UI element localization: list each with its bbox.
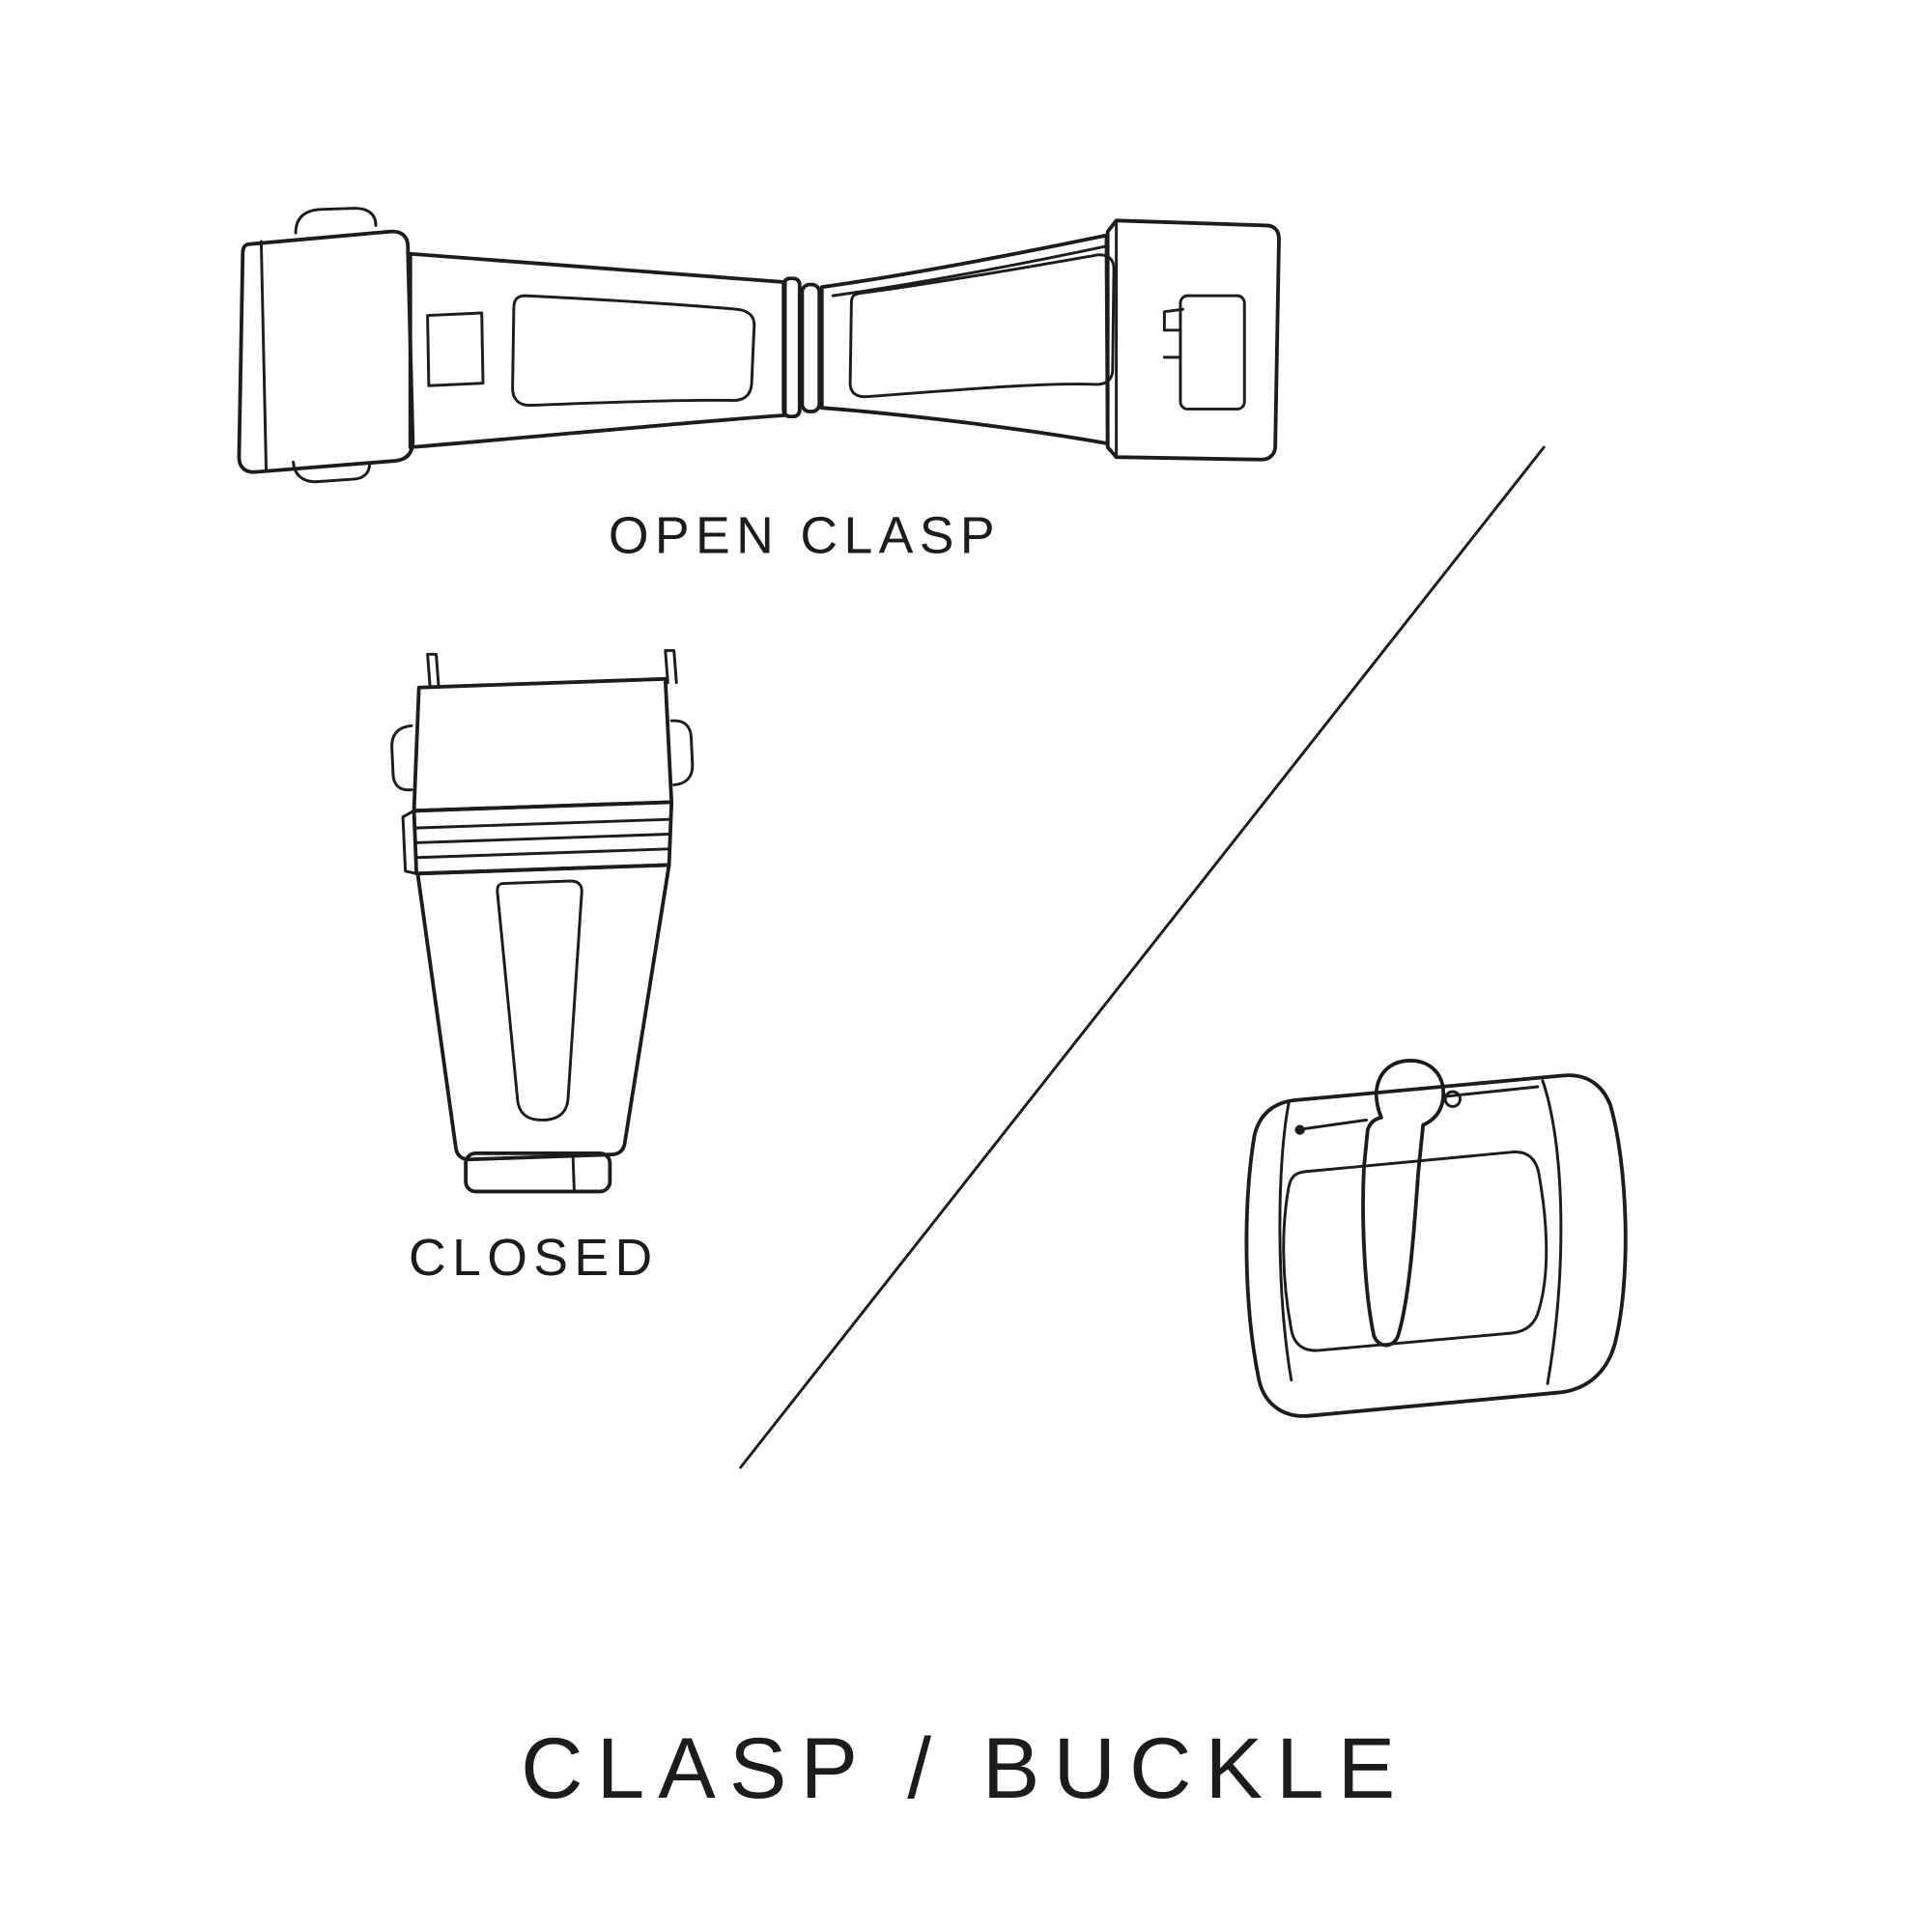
clasp-right-arm-outline — [819, 233, 1110, 446]
closed-band-left-lip — [401, 809, 418, 875]
clasp-cover-lip-line — [259, 240, 268, 471]
closed-label: CLOSED — [409, 1230, 659, 1287]
closed-band-line-1 — [413, 817, 672, 830]
closed-left-ear — [390, 724, 413, 792]
closed-band-line-2 — [413, 833, 671, 844]
closed-foot-inner-line — [571, 1153, 576, 1192]
buckle-right-band-inner-edge — [1541, 1079, 1563, 1385]
clasp-left-arm-notch — [426, 311, 485, 387]
clasp-end-link-slot — [1179, 294, 1246, 411]
closed-prong-right — [664, 649, 678, 685]
clasp-end-link-hook — [1162, 307, 1184, 359]
clasp-left-arm-outline — [408, 251, 787, 449]
closed-prong-left — [426, 652, 440, 688]
clasp-hinge-right — [800, 282, 822, 413]
buckle-pin-end-ball — [1294, 1124, 1305, 1135]
buckle-drawing — [1244, 1059, 1628, 1418]
buckle-left-band-inner-edge — [1278, 1101, 1293, 1382]
open-clasp-label: OPEN CLASP — [609, 508, 1001, 565]
clasp-right-arm-edge-line — [831, 244, 1107, 298]
divider-line — [739, 445, 1546, 1469]
closed-right-ear — [669, 719, 695, 786]
buckle-frame-outline — [1244, 1073, 1628, 1418]
clasp-left-arm-window — [511, 294, 756, 408]
open-clasp-drawing — [237, 207, 1281, 484]
closed-foot — [464, 1151, 612, 1194]
clasp-cover-outline — [237, 229, 415, 474]
closed-body-slot — [496, 879, 583, 1122]
buckle-pin-coil — [1443, 1090, 1462, 1108]
buckle-pin-left-segment — [1294, 1118, 1369, 1132]
closed-top-box — [412, 676, 674, 813]
buckle-tongue — [1361, 1059, 1446, 1348]
buckle-opening — [1282, 1151, 1548, 1352]
clasp-cover-bottom-tab — [292, 460, 372, 484]
clasp-end-link-outline — [1105, 218, 1281, 462]
clasp-hinge-left — [781, 276, 802, 419]
closed-body-outline — [415, 863, 671, 1162]
clasp-cover-top-tab — [294, 207, 378, 235]
closed-clasp-drawing — [390, 649, 695, 1194]
clasp-right-arm-window — [848, 253, 1116, 399]
closed-band-line-3 — [414, 847, 671, 860]
page-title: CLASP / BUCKLE — [521, 1719, 1408, 1816]
